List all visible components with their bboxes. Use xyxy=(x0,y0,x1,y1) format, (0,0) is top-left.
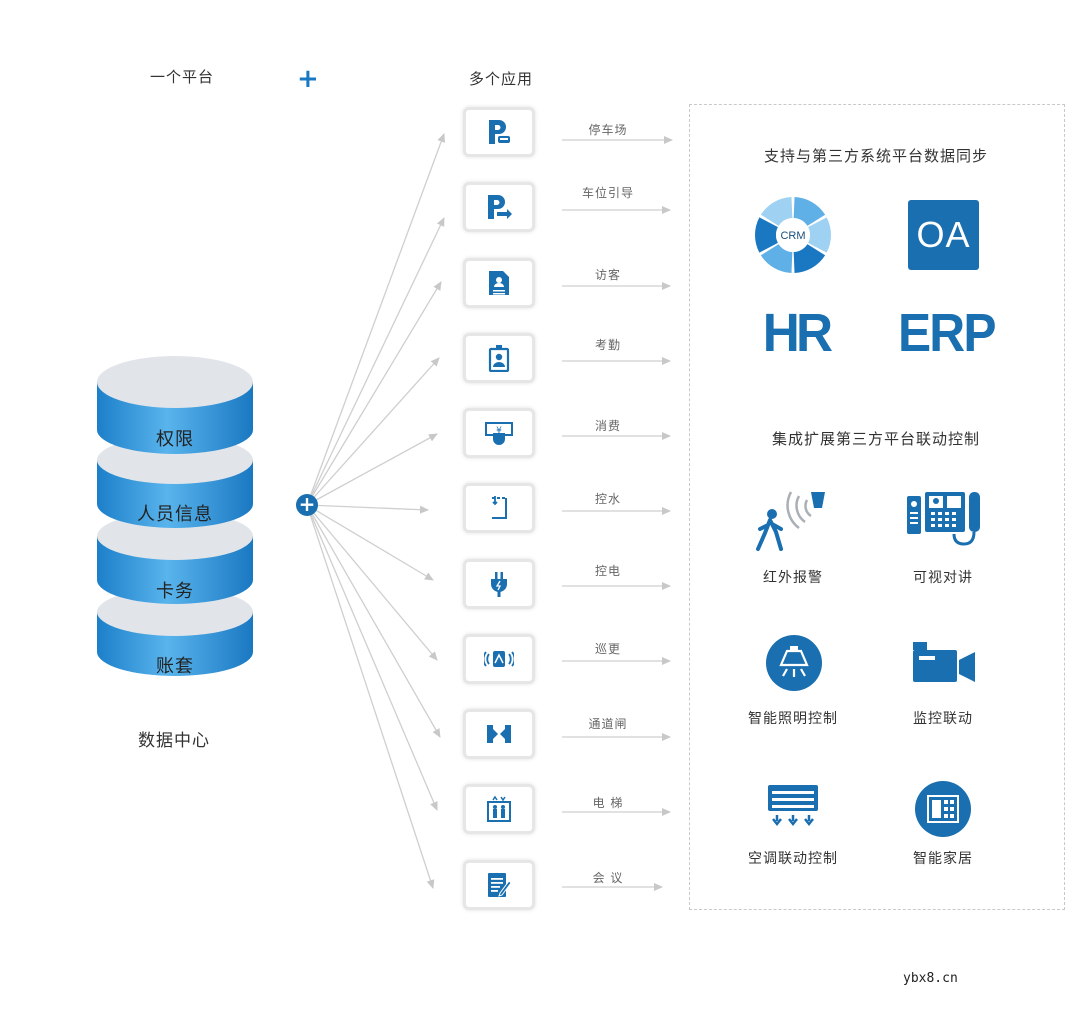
fan-line-8 xyxy=(306,504,438,661)
crm-segment-2 xyxy=(808,217,831,253)
app-label-parking-guide: 车位引导 xyxy=(581,186,634,200)
fan-line-5 xyxy=(306,433,438,506)
crm-segment-1 xyxy=(793,197,826,226)
smart-home-icon xyxy=(915,781,971,837)
water-control-icon xyxy=(492,496,507,519)
app-meeting[interactable] xyxy=(463,860,535,910)
smart-lighting-icon xyxy=(766,635,822,691)
fan-line-9 xyxy=(306,504,441,738)
app-attendance[interactable] xyxy=(463,333,535,383)
app-label-power-control: 控电 xyxy=(594,564,621,578)
video-intercom-icon xyxy=(907,492,980,546)
sync-section-title: 支持与第三方系统平台数据同步 xyxy=(763,147,988,165)
app-power-control[interactable] xyxy=(463,559,535,609)
control-label-camera: 监控联动 xyxy=(913,711,973,727)
fan-line-3 xyxy=(306,281,442,506)
fan-line-2 xyxy=(306,217,445,506)
control-section-title: 集成扩展第三方平台联动控制 xyxy=(771,430,980,448)
app-patrol[interactable] xyxy=(463,634,535,684)
app-label-water-control: 控水 xyxy=(594,492,621,506)
watermark: ybx8.cn xyxy=(903,971,958,986)
oa-logo[interactable]: OA xyxy=(908,200,979,270)
crm-segment-5 xyxy=(755,217,778,253)
surveillance-camera-icon xyxy=(913,642,975,682)
app-label-consumption: 消费 xyxy=(594,419,621,433)
plus-icon: + xyxy=(297,64,319,94)
app-parking[interactable] xyxy=(463,107,535,157)
database-stack xyxy=(97,356,253,676)
meeting-icon xyxy=(488,873,512,897)
app-arrows xyxy=(562,136,673,891)
consumption-icon: ¥ xyxy=(485,422,513,445)
control-label-lighting: 智能照明控制 xyxy=(748,711,838,727)
data-center-title: 数据中心 xyxy=(138,731,210,751)
visitor-icon xyxy=(489,271,509,295)
fan-line-11 xyxy=(306,504,435,889)
app-parking-guide[interactable] xyxy=(463,182,535,232)
elevator-icon xyxy=(487,795,511,822)
fan-line-1 xyxy=(306,133,445,506)
fan-lines xyxy=(306,133,445,889)
control-label-infrared: 红外报警 xyxy=(763,570,823,586)
erp-logo[interactable]: ERP xyxy=(898,303,996,363)
app-label-parking: 停车场 xyxy=(588,123,628,137)
app-elevator[interactable] xyxy=(463,784,535,834)
db-layer-personnel: 人员信息 xyxy=(137,504,213,525)
db-layer-permissions: 权限 xyxy=(156,429,194,450)
fan-line-6 xyxy=(306,504,429,514)
fan-line-4 xyxy=(306,357,440,506)
crm-segment-4 xyxy=(760,244,793,273)
hub-plus-icon: + xyxy=(296,494,318,516)
db-layer-card: 卡务 xyxy=(156,581,194,602)
app-label-attendance: 考勤 xyxy=(594,338,621,352)
app-turnstile[interactable] xyxy=(463,709,535,759)
patrol-icon xyxy=(484,651,514,667)
hr-logo[interactable]: HR xyxy=(762,303,833,363)
crm-ring xyxy=(755,197,831,273)
control-label-smarthome: 智能家居 xyxy=(913,851,973,867)
db-layer-accounts: 账套 xyxy=(156,656,194,677)
app-water-control[interactable] xyxy=(463,483,535,533)
fan-line-7 xyxy=(306,504,434,581)
turnstile-icon xyxy=(487,725,511,743)
fan-line-10 xyxy=(306,504,438,811)
air-conditioner-icon xyxy=(768,785,818,827)
platform-header: 一个平台 xyxy=(150,68,215,86)
app-label-meeting: 会 议 xyxy=(592,871,624,885)
crm-segment-3 xyxy=(793,244,826,273)
parking-icon xyxy=(489,120,510,144)
control-label-aircon: 空调联动控制 xyxy=(748,851,838,867)
app-label-patrol: 巡更 xyxy=(594,642,621,656)
app-consumption[interactable]: ¥ xyxy=(463,408,535,458)
svg-text:¥: ¥ xyxy=(496,426,502,436)
control-label-intercom: 可视对讲 xyxy=(913,570,973,586)
crm-segment-6 xyxy=(760,197,793,226)
parking-guide-icon xyxy=(488,195,512,219)
power-control-icon xyxy=(491,572,507,597)
oa-logo-text: OA xyxy=(916,214,971,255)
app-label-elevator: 电 梯 xyxy=(592,796,624,810)
crm-logo[interactable]: CRM xyxy=(753,196,833,274)
infrared-alarm-icon xyxy=(756,491,825,551)
app-label-visitor: 访客 xyxy=(594,268,621,282)
attendance-icon xyxy=(488,345,510,372)
apps-header: 多个应用 xyxy=(469,70,534,88)
app-visitor[interactable] xyxy=(463,258,535,308)
crm-center-label: CRM xyxy=(780,230,805,242)
app-label-turnstile: 通道闸 xyxy=(588,717,628,731)
third-party-panel xyxy=(689,104,1065,910)
